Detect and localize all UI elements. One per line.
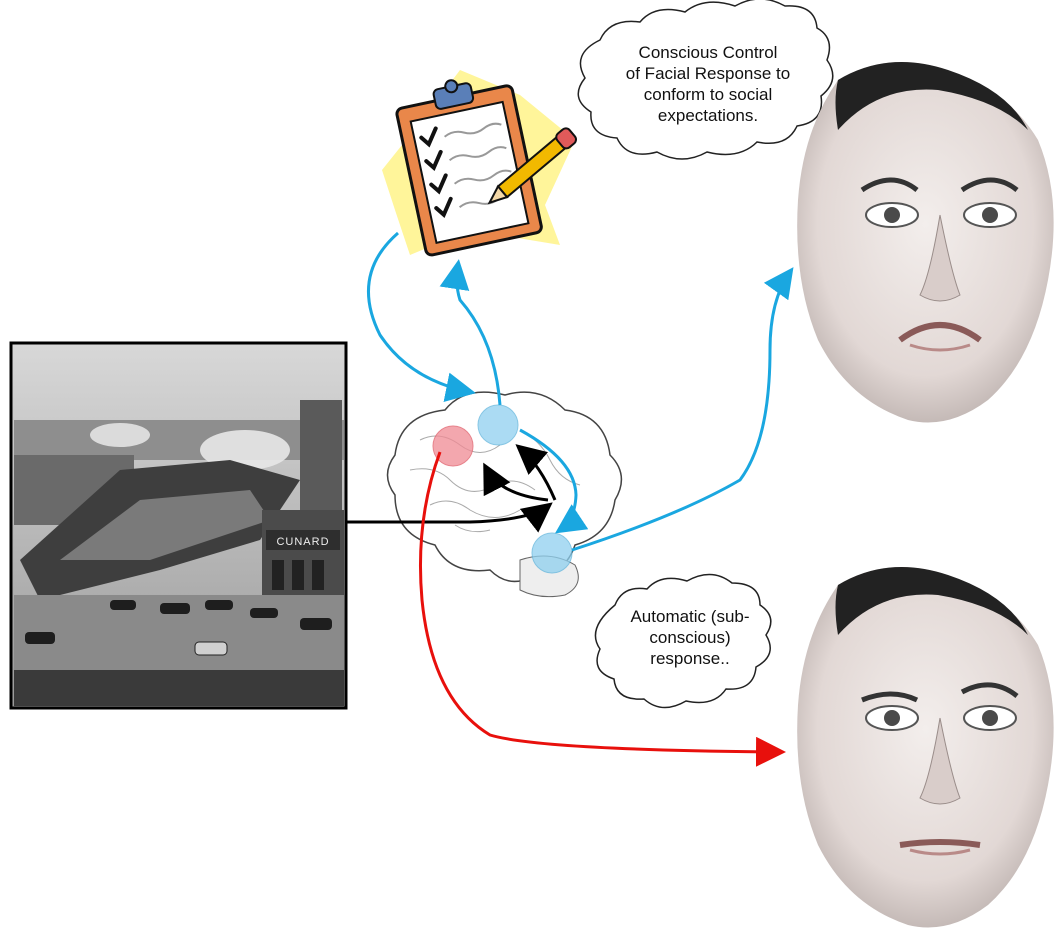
automatic-line-1: Automatic (sub- <box>605 606 775 627</box>
automatic-response-text: Automatic (sub- conscious) response.. <box>605 606 775 669</box>
automatic-line-2: conscious) <box>605 627 775 648</box>
conscious-line-4: expectations. <box>583 105 833 126</box>
brain-to-clipboard-arrow <box>457 265 500 405</box>
motor-node <box>532 533 572 573</box>
conscious-control-text: Conscious Control of Facial Response to … <box>583 42 833 126</box>
conscious-line-3: conform to social <box>583 84 833 105</box>
conscious-line-1: Conscious Control <box>583 42 833 63</box>
photo-sign-text: CUNARD <box>276 536 329 548</box>
amygdala-node <box>433 426 473 466</box>
automatic-line-3: response.. <box>605 648 775 669</box>
clipboard-to-brain-arrow <box>368 233 470 392</box>
prefrontal-node <box>478 405 518 445</box>
face-sad-icon <box>797 62 1053 423</box>
face-neutral-icon <box>797 567 1053 928</box>
pier-building: CUNARD <box>262 510 344 605</box>
conscious-line-2: of Facial Response to <box>583 63 833 84</box>
stimulus-photo: CUNARD <box>11 343 346 708</box>
clipboard-checklist-icon <box>382 68 578 256</box>
